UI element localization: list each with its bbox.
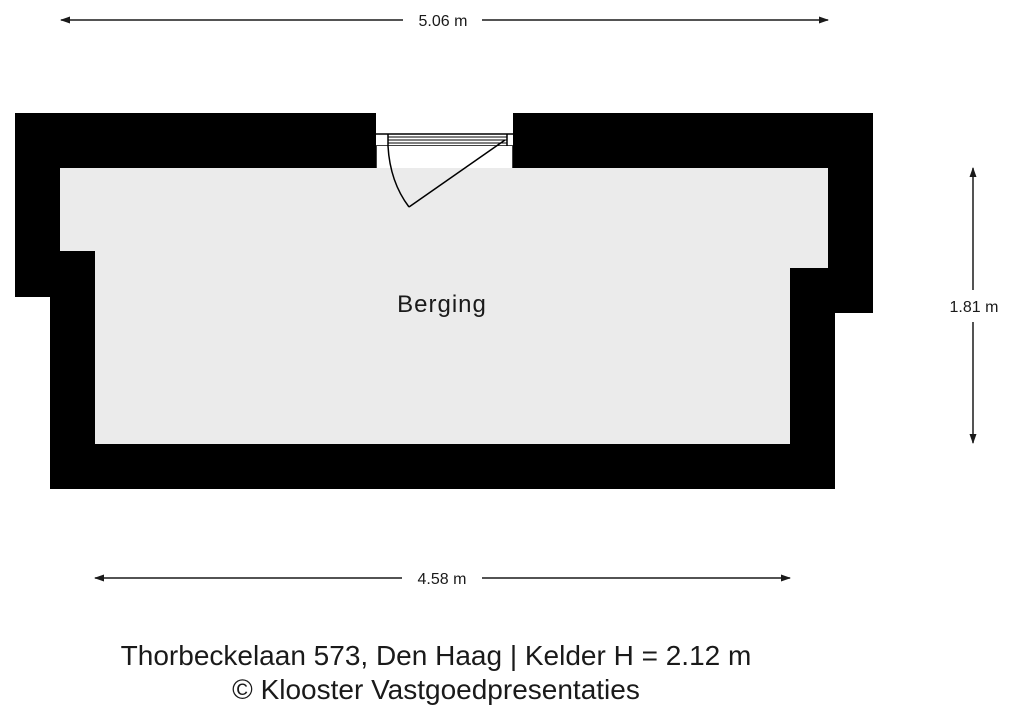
dimension-label-top: 5.06 m bbox=[419, 13, 468, 30]
room-floor bbox=[60, 168, 828, 444]
door-leaf bbox=[408, 139, 506, 208]
dimension-top-width: 5.06 m bbox=[60, 13, 829, 30]
door-swing-arc bbox=[387, 145, 410, 208]
door bbox=[375, 133, 514, 208]
dimension-bottom-width: 4.58 m bbox=[94, 571, 791, 588]
dimension-label-right: 1.81 m bbox=[950, 299, 999, 316]
dimension-label-bottom: 4.58 m bbox=[418, 571, 467, 588]
dimension-right-depth: 1.81 m bbox=[950, 167, 999, 444]
caption-address: Thorbeckelaan 573, Den Haag | Kelder H =… bbox=[120, 640, 752, 671]
room-label: Berging bbox=[397, 291, 487, 318]
caption-copyright: © Klooster Vastgoedpresentaties bbox=[232, 674, 640, 705]
